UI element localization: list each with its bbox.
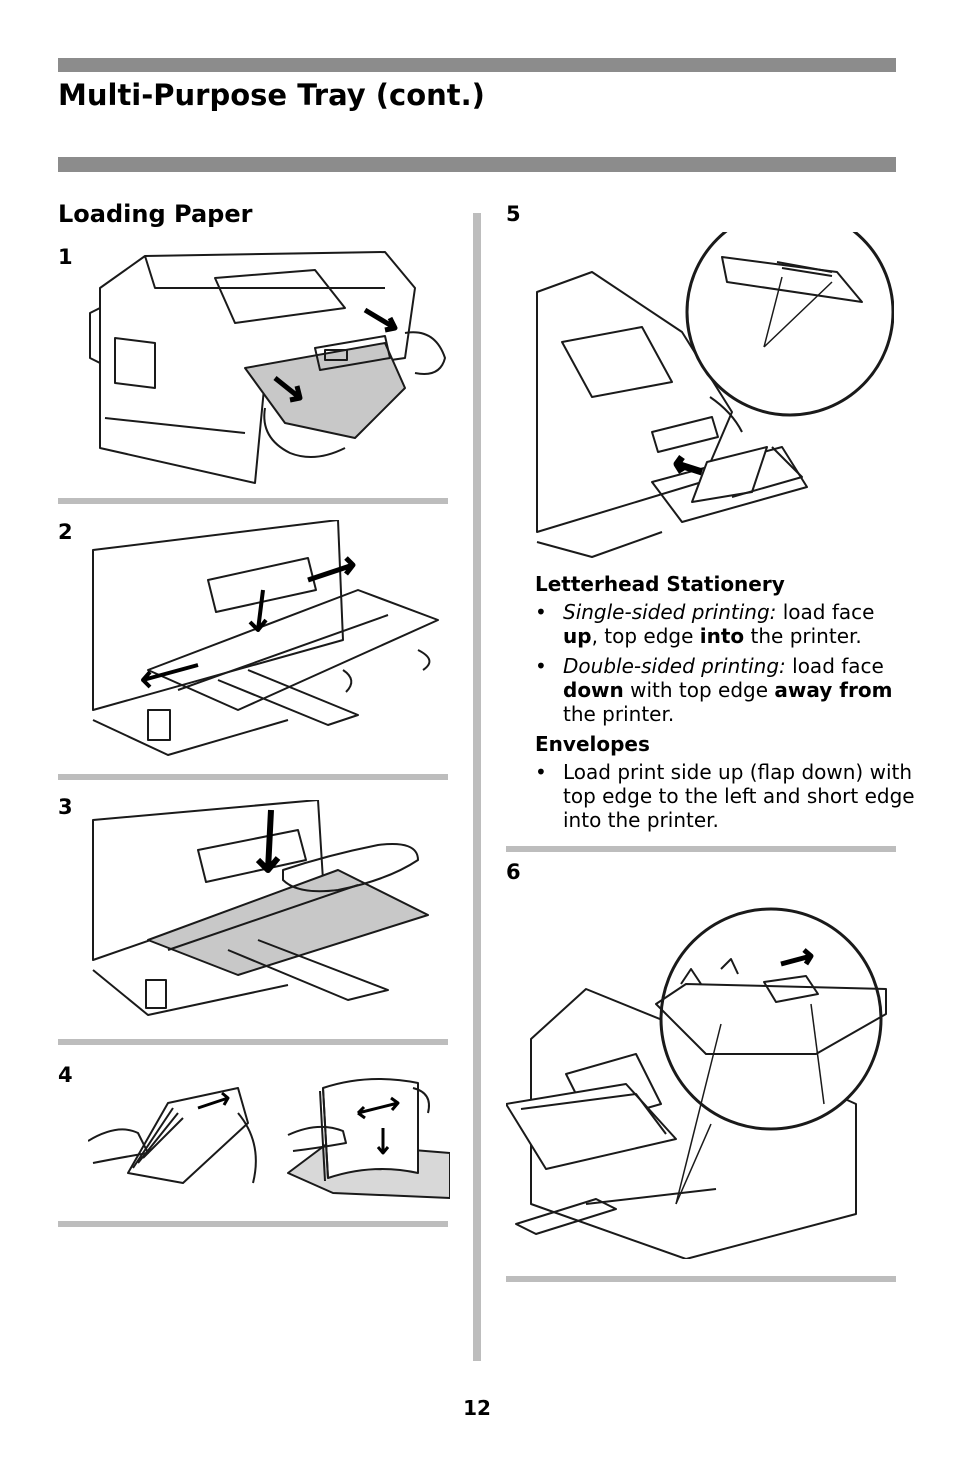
platform-illustration xyxy=(92,800,429,1016)
mpt-button-illustration xyxy=(506,907,887,1259)
step-separator xyxy=(58,774,448,780)
figure-step-4 xyxy=(88,1063,450,1203)
text-segment: the printer. xyxy=(563,702,675,726)
header-top-bar xyxy=(58,58,896,72)
section-title: Loading Paper xyxy=(58,200,253,228)
text-segment: load face xyxy=(776,600,875,624)
step-number-5: 5 xyxy=(506,202,521,226)
step-separator xyxy=(58,1221,448,1227)
step-separator xyxy=(506,846,896,852)
page-number: 12 xyxy=(463,1396,491,1420)
figure-step-2 xyxy=(88,520,450,760)
step-number-3: 3 xyxy=(58,795,73,819)
printer-illustration xyxy=(89,251,446,484)
text-segment: load face xyxy=(785,654,884,678)
emphasis: down xyxy=(563,678,624,702)
step-number-2: 2 xyxy=(58,520,73,544)
letterhead-heading: Letterhead Stationery xyxy=(535,572,785,596)
single-sided-label: Single-sided printing: xyxy=(563,600,777,624)
column-divider xyxy=(473,213,481,1361)
step-separator xyxy=(506,1276,896,1282)
step-5-instructions: Letterhead Stationery Single-sided print… xyxy=(535,572,915,838)
figure-step-1 xyxy=(85,248,455,488)
page-title: Multi-Purpose Tray (cont.) xyxy=(58,78,485,112)
emphasis: into xyxy=(699,624,745,648)
step-number-1: 1 xyxy=(58,245,73,269)
emphasis: up xyxy=(563,624,592,648)
text-segment: , top edge xyxy=(591,624,700,648)
list-item: Load print side up (flap down) with top … xyxy=(535,760,915,832)
envelopes-list: Load print side up (flap down) with top … xyxy=(535,760,915,832)
emphasis: away from xyxy=(774,678,893,702)
text-segment: the printer. xyxy=(744,624,862,648)
figure-step-6 xyxy=(506,904,896,1259)
list-item: Double-sided printing: load face down wi… xyxy=(535,654,915,726)
list-item: Single-sided printing: load face up, top… xyxy=(535,600,915,648)
fan-paper-illustration xyxy=(88,1078,450,1199)
paper-guide-illustration xyxy=(536,232,894,558)
step-separator xyxy=(58,498,448,504)
step-number-4: 4 xyxy=(58,1063,73,1087)
double-sided-label: Double-sided printing: xyxy=(563,654,786,678)
step-separator xyxy=(58,1039,448,1045)
figure-step-3 xyxy=(88,800,430,1030)
letterhead-list: Single-sided printing: load face up, top… xyxy=(535,600,915,726)
header-bottom-bar xyxy=(58,157,896,172)
figure-step-5 xyxy=(532,232,894,562)
step-number-6: 6 xyxy=(506,860,521,884)
envelopes-heading: Envelopes xyxy=(535,732,650,756)
tray-illustration xyxy=(92,520,439,756)
text-segment: with top edge xyxy=(623,678,775,702)
